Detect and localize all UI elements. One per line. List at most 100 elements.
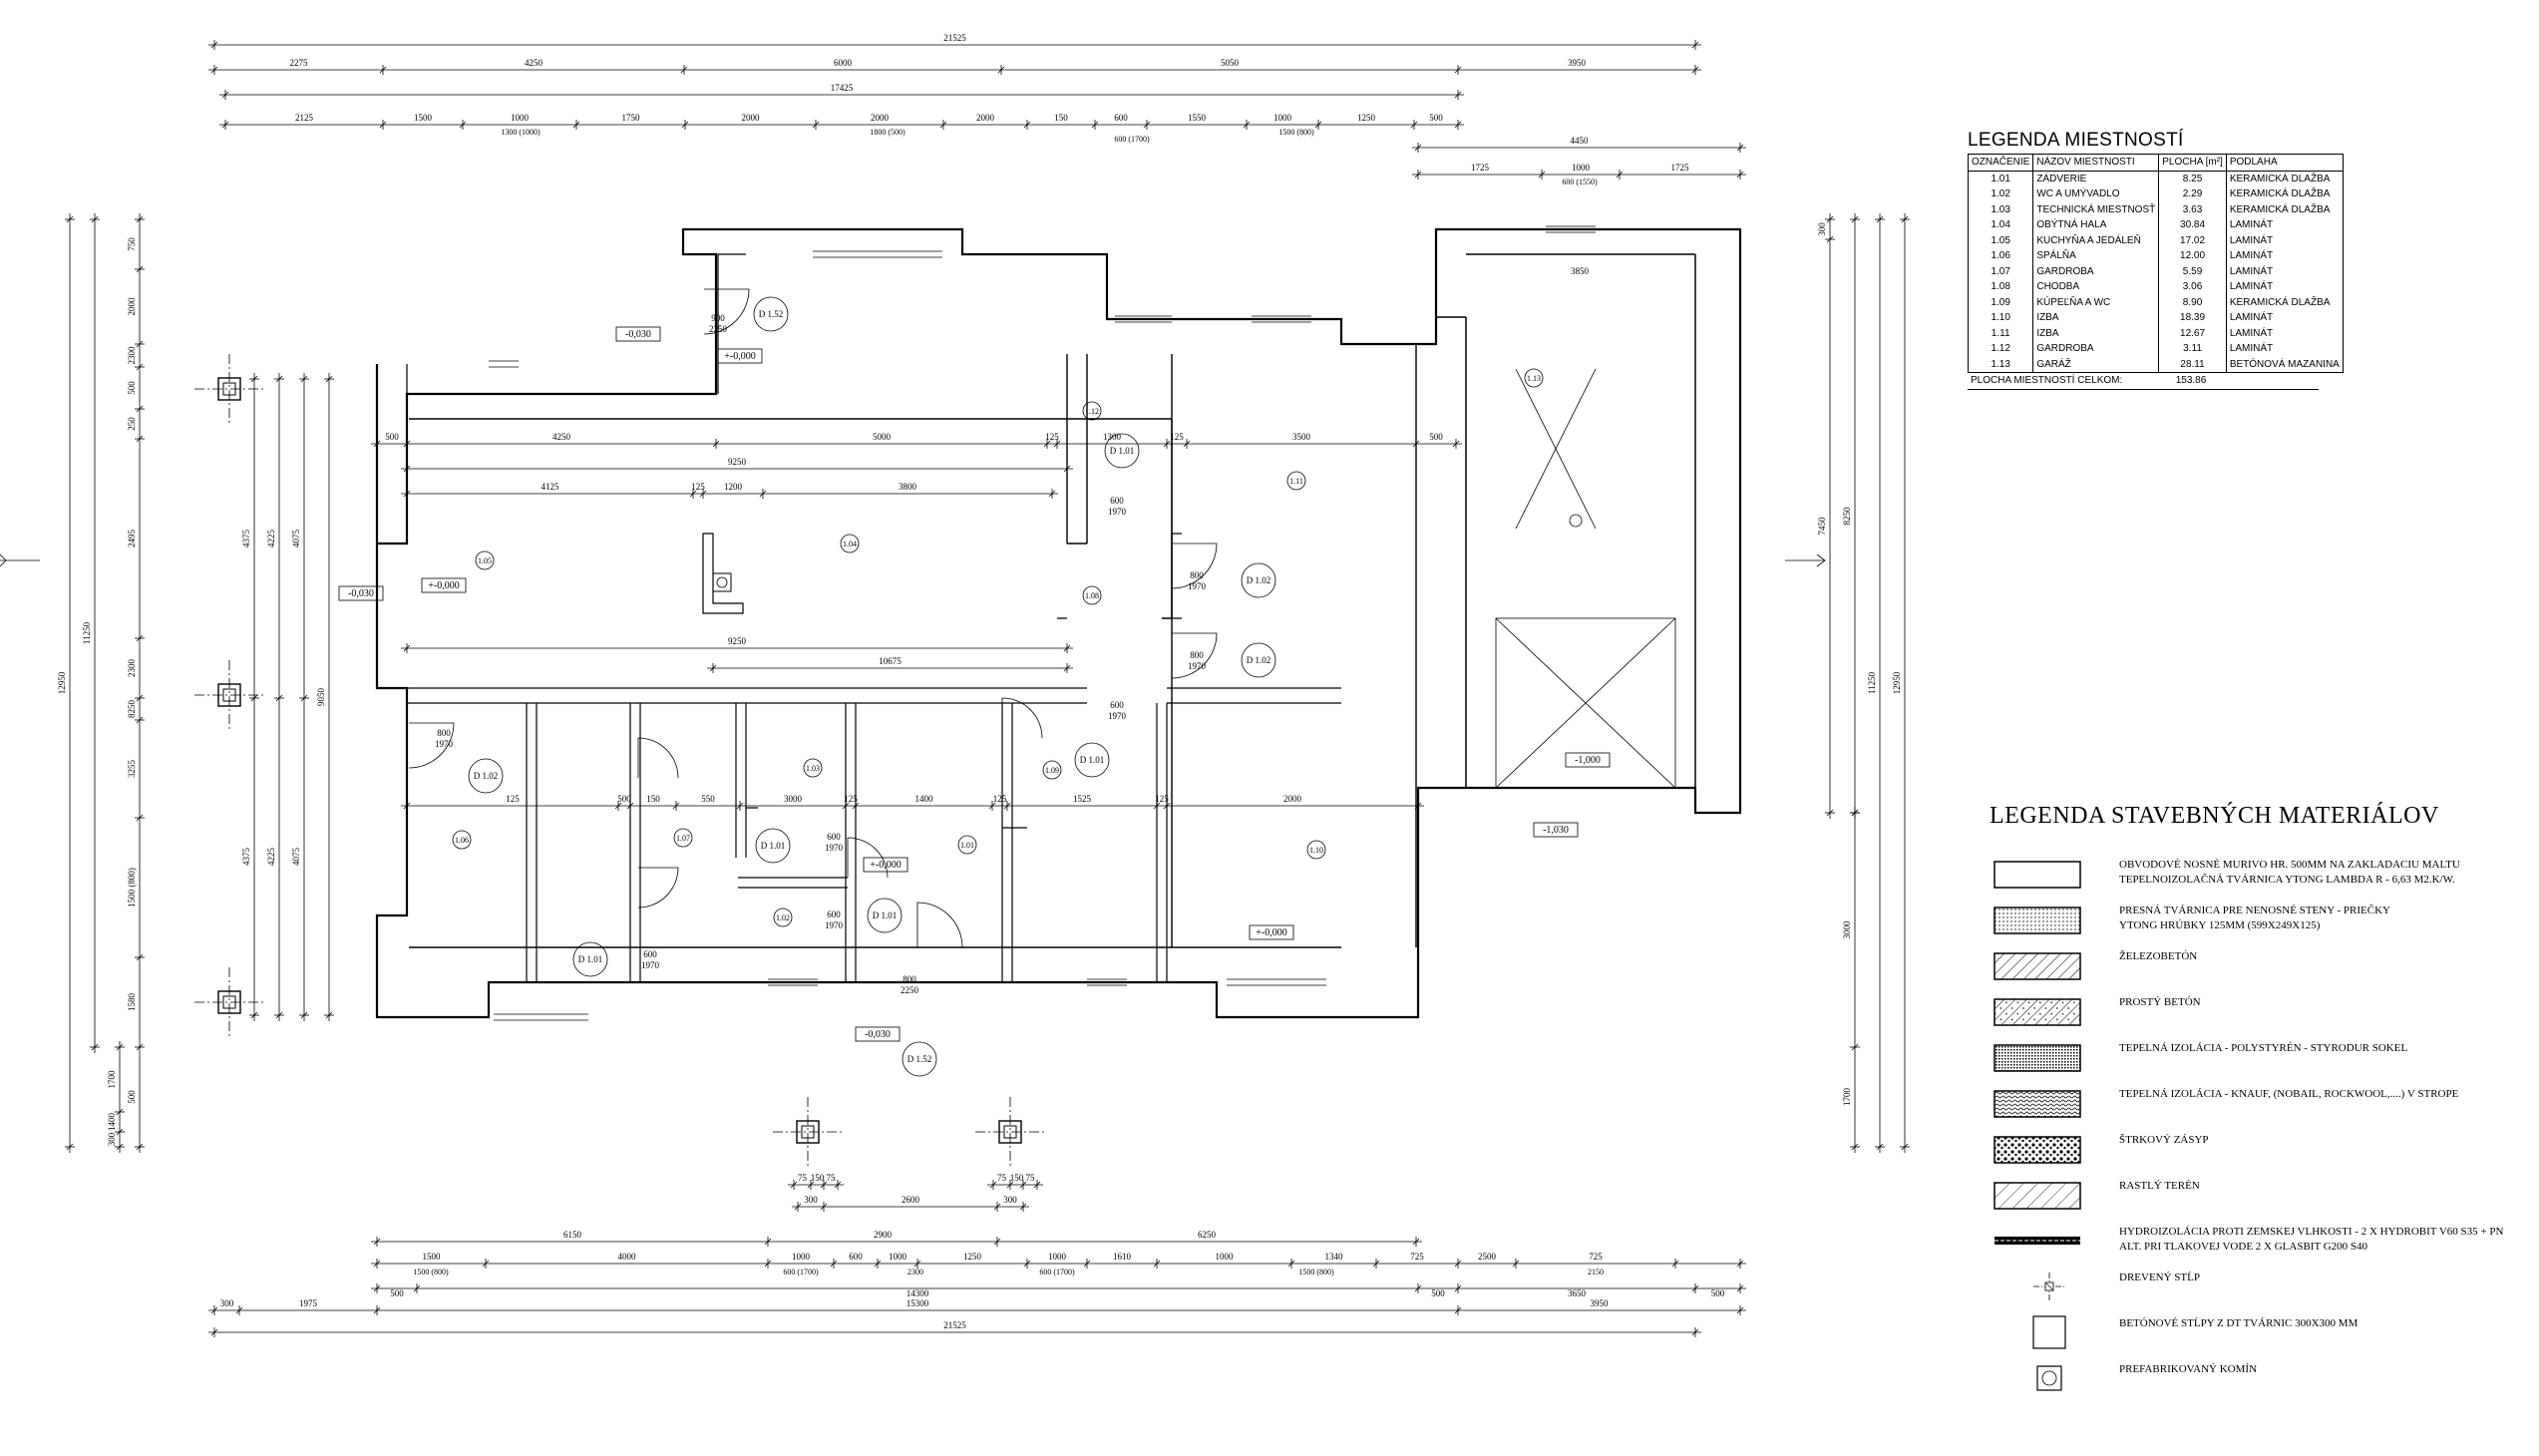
dimension-label: 1550 [1188,113,1207,123]
dimension-label: 3255 [127,760,137,779]
door-width: 800 [437,728,451,738]
dimension-label: 5050 [1221,58,1240,68]
dimension-label: 125 [1155,794,1169,804]
door-swing [703,288,750,335]
material-line-2: ALT. PRI TLAKOVEJ VODE 2 X GLASBIT G200 … [2119,1241,2368,1253]
room-legend-table: OZNAČENIE NÁZOV MIESTNOSTI PLOCHA [m²] P… [1967,154,2344,373]
dimension-label: 1975 [299,1298,318,1308]
door-swing [637,867,679,909]
material-description: BETÓNOVÉ STĹPY Z DT TVÁRNIC 300x300 mm [2119,1316,2528,1331]
dimension-label: 1250 [963,1252,982,1262]
plan-details [194,225,1676,1167]
material-line-1: PROSTÝ BETÓN [2119,996,2201,1008]
dimension-label: 1525 [1073,794,1092,804]
room-area: 17.02 [2158,232,2227,248]
dimension-label: 1200 [724,482,743,492]
room-floor: BETÓNOVÁ MAZANINA [2225,356,2344,373]
door-width: 800 [1190,570,1204,580]
door-swing [847,837,889,879]
dimension-label: 4125 [542,482,560,492]
garage-drain-icon [1569,514,1583,528]
dimension-label: 8250 [127,700,137,719]
dimension-label: 2000 [1283,794,1302,804]
door-tag-circle [1241,562,1276,598]
level-mark: -1,030 [1543,825,1569,836]
material-description: TEPELNÁ IZOLÁCIA - KNAUF, (NOBAIL, ROCKW… [2119,1087,2528,1102]
door-tag: D 1.52 [759,309,784,319]
dimension-label: 3950 [1591,1298,1610,1308]
dimension-label: 12950 [1892,671,1902,694]
material-legend-title: LEGENDA STAVEBNÝCH MATERIÁLOV [1990,803,2439,829]
dimension-label: 11250 [82,621,92,644]
door-swing [1001,697,1043,739]
dimension-label: 1800 (500) [870,128,906,137]
section-arrow-left [0,553,7,567]
dimension-label: 4250 [525,58,544,68]
room-code: 1.01 [1967,171,2034,186]
room-tag: 1.11 [1289,477,1303,486]
room-tag: 1.09 [1045,766,1059,775]
dimension-label: 1500 (800) [413,1268,449,1276]
room-floor: LAMINÁT [2225,248,2344,264]
door-tag-circle [572,941,608,977]
dimension-label: 125 [506,794,520,804]
dimension-label: 75 [1026,1173,1036,1183]
dimension-label: 3950 [1568,58,1587,68]
dimension-label: 5000 [873,432,892,442]
room-tag: 1.12 [1085,407,1099,416]
material-description: PRESNÁ TVÁRNICA PRE NENOSNÉ STENY - PRIE… [2119,904,2528,933]
room-code: 1.05 [1967,232,2034,248]
dimension-label: 1000 [1572,163,1591,173]
door-tag-circle [867,898,903,933]
room-tag-circle [475,550,495,570]
room-area: 5.59 [2158,263,2227,279]
dimension-label: 300 [804,1195,818,1205]
level-box [1249,924,1294,940]
door-swing [1171,543,1218,589]
room-code: 1.10 [1967,310,2034,326]
door-height: 2250 [901,985,919,995]
material-swatch-plain [1994,861,2081,889]
header-name: NÁZOV MIESTNOSTI [2032,154,2160,172]
door-width: 600 [1110,496,1124,506]
dimension-label: 4000 [618,1252,637,1262]
dimension-label: 1610 [1113,1252,1132,1262]
dimension-label: 550 [701,794,715,804]
dimension-label: 17425 [831,83,854,93]
dimension-label: 4075 [291,848,301,867]
room-code: 1.07 [1967,263,2034,279]
interior-partition [1066,354,1173,619]
level-mark: -0,030 [348,588,374,599]
material-swatch-wave [1994,1090,2081,1118]
dimension-label: 1300 [1103,432,1122,442]
section-arrow-right [1816,553,1826,567]
level-box [1533,822,1579,838]
room-legend-total: PLOCHA MIESTNOSTÍ CELKOM: 153.86 [1968,373,2319,390]
dimension-label: 75 [997,1173,1007,1183]
dimension-label: 7450 [1817,517,1827,536]
door-height: 1970 [641,960,660,970]
room-tag-circle [1082,585,1102,605]
dimension-label: 3000 [784,794,803,804]
door-width: 800 [1190,650,1204,660]
door-height: 1970 [825,843,844,853]
room-area: 28.11 [2158,356,2227,373]
dimension-label: 3000 [1842,920,1852,939]
room-area: 30.84 [2158,217,2227,233]
dimension-label: 10675 [879,656,902,666]
dimension-label: 1700 [1842,1088,1852,1107]
dimension-label: 2000 [976,113,995,123]
dimension-label: 500 [127,1090,137,1104]
door-tag: D 1.01 [873,910,898,920]
dimension-label: 600 (1700) [1039,1268,1075,1276]
room-tag-circle [840,534,860,553]
dimension-label: 1725 [1471,163,1490,173]
dimension-label: 21525 [943,33,966,43]
room-legend-header: OZNAČENIE NÁZOV MIESTNOSTI PLOCHA [m²] P… [1967,154,2344,172]
